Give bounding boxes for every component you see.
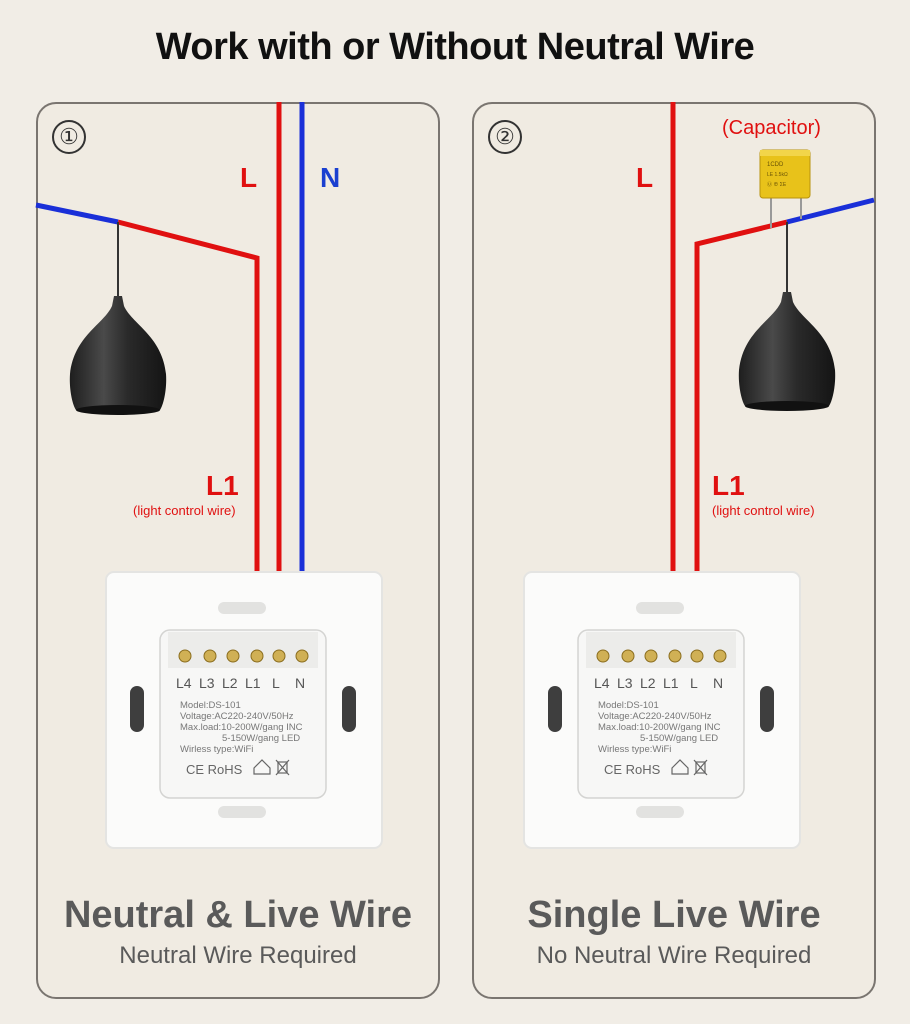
panel-title: Single Live Wire [527, 894, 821, 936]
light-control-wire [117, 219, 260, 636]
panel-title: Neutral & Live Wire [63, 894, 413, 936]
svg-text:1CDD: 1CDD [767, 162, 784, 168]
panel-number: ② [488, 120, 522, 154]
label-L: L [636, 162, 653, 193]
switch-label: 5-150W/gang LED [222, 733, 300, 744]
light-control-wire [694, 219, 788, 636]
svg-text:Ⓤ ⊕ ΣΕ: Ⓤ ⊕ ΣΕ [767, 181, 787, 188]
label-L: L [240, 162, 257, 193]
switch-label: L3 [617, 675, 633, 691]
svg-text:LE 1.5kΩ: LE 1.5kΩ [767, 172, 788, 178]
switch-label: 5-150W/gang LED [640, 733, 718, 744]
switch-label: N [713, 675, 723, 691]
page-title: Work with or Without Neutral Wire [155, 26, 755, 68]
switch-label: L4 [594, 675, 610, 691]
switch-label: L3 [199, 675, 215, 691]
label-capacitor: (Capacitor) [722, 117, 821, 139]
switch-label: L1 [663, 675, 679, 691]
switch-label: Max.load:10-200W/gang INC [180, 722, 303, 733]
switch-label: CE RoHS [186, 762, 243, 777]
panel-subtitle: Neutral Wire Required [119, 942, 357, 969]
label-L1-note: (light control wire) [712, 503, 815, 518]
panel-number: ① [52, 120, 86, 154]
switch-label: L [690, 675, 698, 691]
switch-label: Voltage:AC220-240V/50Hz [180, 711, 294, 722]
switch-label: N [295, 675, 305, 691]
switch-label: Wirless type:WiFi [180, 744, 253, 755]
switch-label: L2 [222, 675, 238, 691]
panel-subtitle: No Neutral Wire Required [536, 942, 812, 969]
switch-label: L [272, 675, 280, 691]
switch-label: L1 [245, 675, 261, 691]
label-L1: L1 [206, 470, 239, 501]
switch-label: Model:DS-101 [180, 700, 241, 711]
neutral-wire-lamp [35, 202, 119, 225]
label-N: N [320, 162, 340, 193]
switch-label: L2 [640, 675, 656, 691]
switch-label: Max.load:10-200W/gang INC [598, 722, 721, 733]
smart-switch: L4 L3 L2 L1 L N Model:DS-101 Voltage:AC2… [523, 571, 801, 849]
switch-label: Model:DS-101 [598, 700, 659, 711]
switch-label: Wirless type:WiFi [598, 744, 671, 755]
label-L1-note: (light control wire) [133, 503, 236, 518]
switch-label: Voltage:AC220-240V/50Hz [598, 711, 712, 722]
switch-label: L4 [176, 675, 192, 691]
pendant-lamp [738, 292, 836, 411]
smart-switch: L4 L3 L2 L1 L N Model:DS-101 Voltage:AC2… [105, 571, 383, 849]
capacitor: 1CDD LE 1.5kΩ Ⓤ ⊕ ΣΕ [759, 149, 811, 199]
pendant-lamp [69, 296, 167, 415]
switch-label: CE RoHS [604, 762, 661, 777]
label-L1: L1 [712, 470, 745, 501]
